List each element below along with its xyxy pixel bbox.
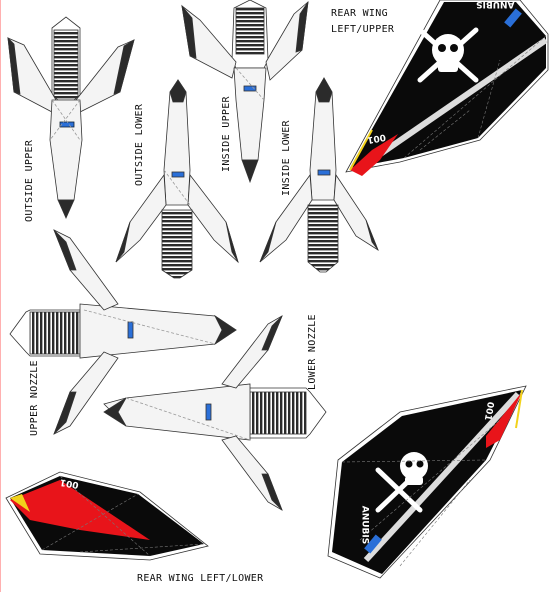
- label-rear-wing-left-upper-line2: LEFT/UPPER: [331, 24, 395, 35]
- part-upper-nozzle: [9, 229, 237, 435]
- label-inside-lower: INSIDE LOWER: [281, 120, 292, 196]
- label-rear-wing-left-lower: REAR WING LEFT/LOWER: [137, 573, 264, 584]
- label-inside-upper: INSIDE UPPER: [221, 96, 232, 172]
- part-outside-upper: [7, 16, 135, 219]
- part-rear-wing-left-lower-b: [5, 471, 209, 561]
- skull-crossbones-icon: [375, 452, 428, 513]
- part-rear-wing-left-upper: [345, 0, 549, 176]
- part-inside-lower: [259, 77, 379, 273]
- label-outside-lower: OUTSIDE LOWER: [134, 103, 145, 186]
- label-rear-wing-left-upper-line1: REAR WING: [331, 8, 388, 19]
- label-upper-nozzle: UPPER NOZZLE: [29, 360, 40, 436]
- part-lower-nozzle: [103, 315, 327, 511]
- label-outside-upper: OUTSIDE UPPER: [24, 139, 35, 222]
- decal-name-lower: ANUBIS: [359, 505, 370, 545]
- part-inside-upper: [181, 0, 309, 184]
- label-lower-nozzle: LOWER NOZZLE: [307, 314, 318, 390]
- skull-crossbones-icon: [417, 27, 479, 83]
- part-rear-wing-left-lower-a: [327, 385, 527, 579]
- decal-name-upper: ANUBIS: [476, 0, 515, 9]
- part-outside-lower: [115, 79, 239, 279]
